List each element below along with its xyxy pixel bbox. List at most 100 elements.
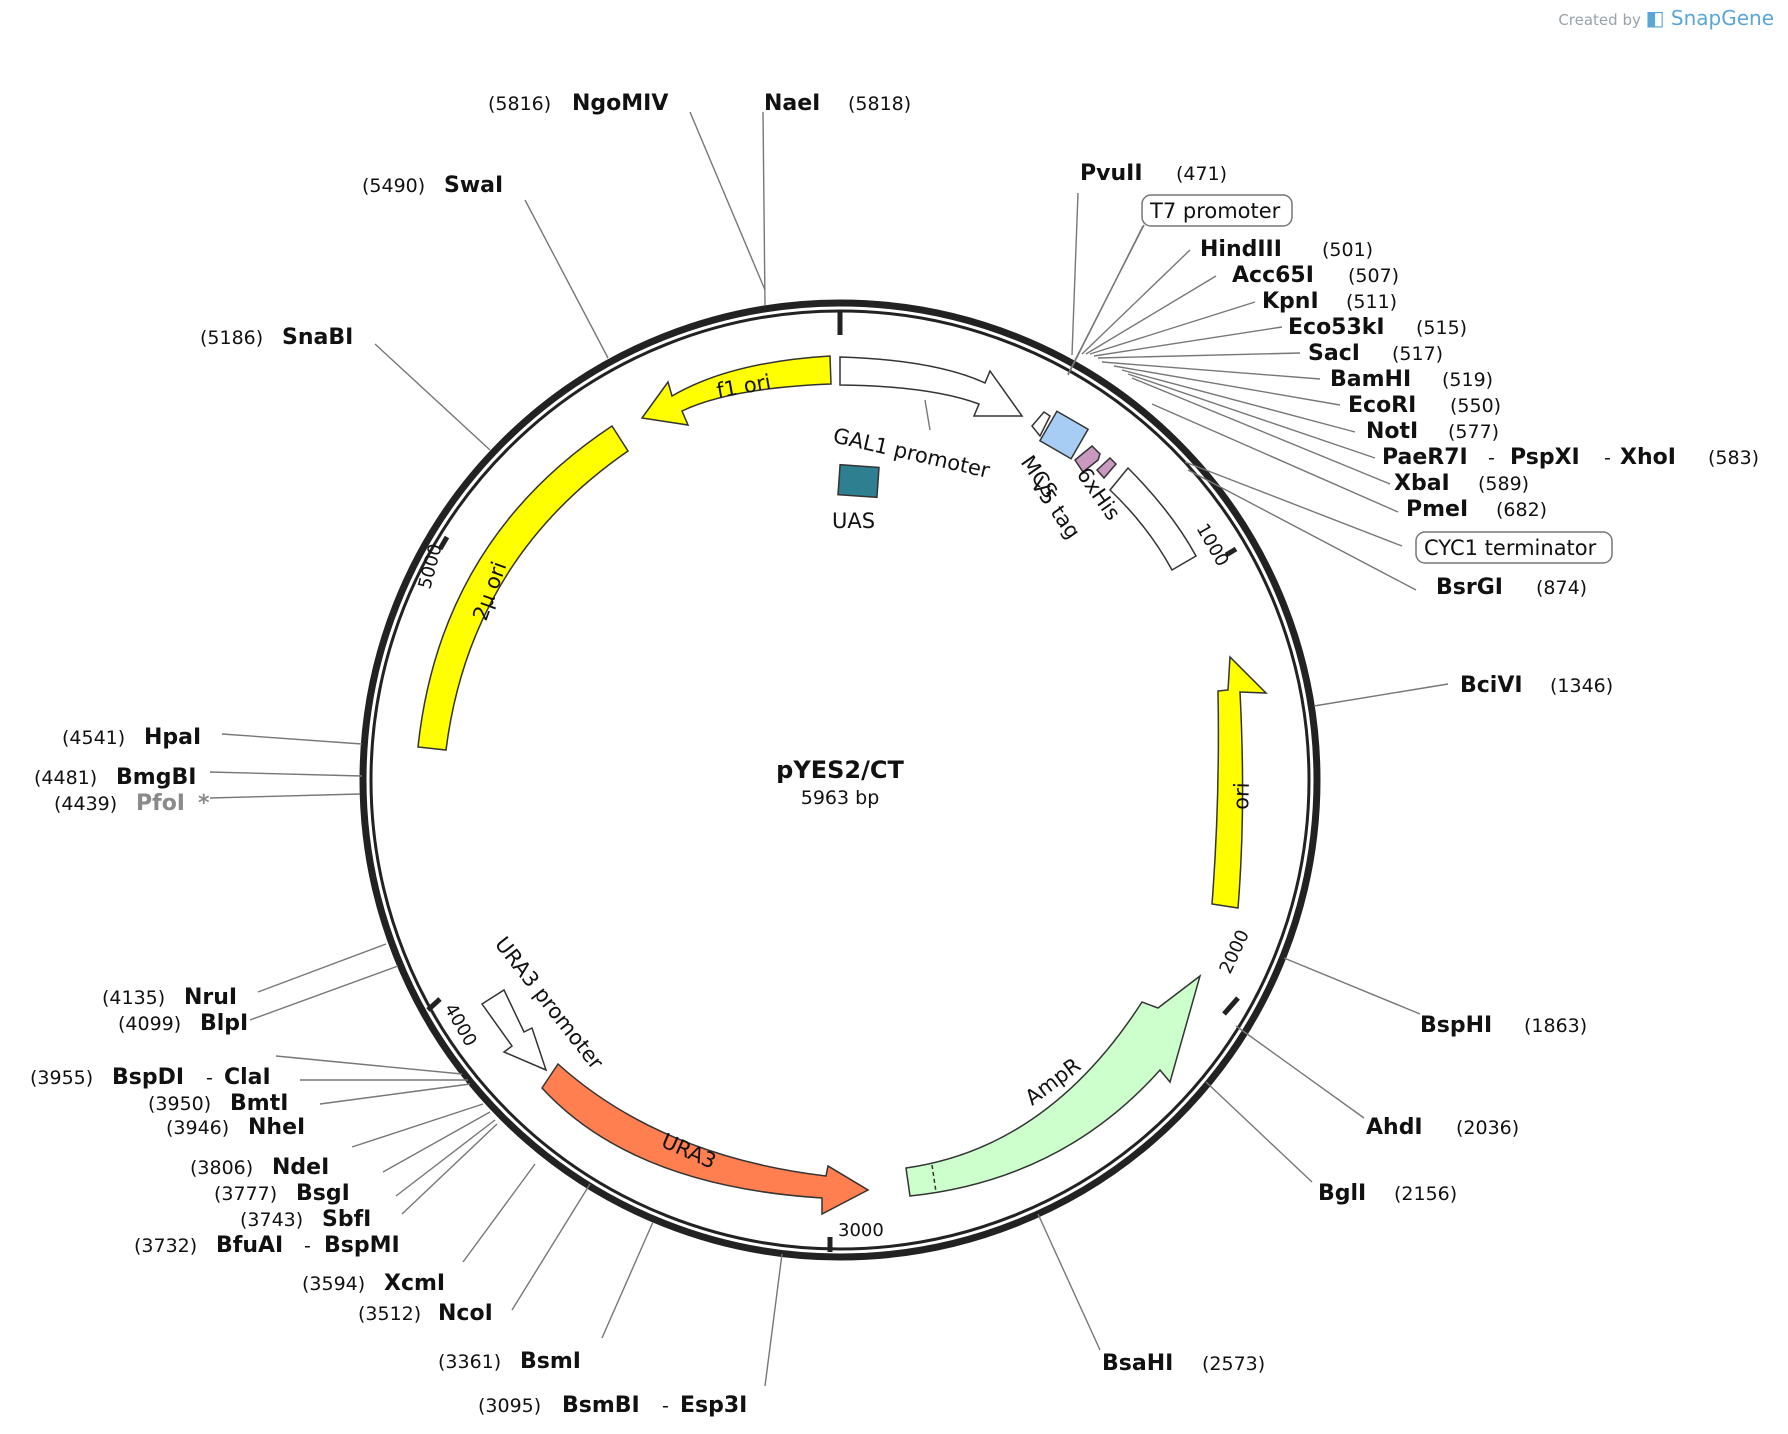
site-snabi-name: SnaBI <box>282 325 353 350</box>
site-pspxi-name: PspXI <box>1510 445 1580 470</box>
site-bmgbi: (4481) BmgBI <box>34 765 196 790</box>
t7-promoter-label: T7 promoter <box>1149 199 1281 223</box>
site-ahdi-name: AhdI <box>1366 1115 1423 1140</box>
site-noti-pos: (577) <box>1448 421 1499 443</box>
site-pfoi: (4439) PfoI * <box>54 791 210 816</box>
site-pvuii: PvuII (471) <box>1080 161 1227 186</box>
site-bsgi-name: BsgI <box>296 1181 350 1206</box>
site-dash: - <box>1488 447 1495 469</box>
site-bsahi-pos: (2573) <box>1202 1353 1265 1375</box>
cyc1-terminator-callout: CYC1 terminator <box>1415 531 1613 564</box>
site-sbfi: (3743) SbfI <box>240 1207 371 1232</box>
site-hindiii-pos: (501) <box>1322 239 1373 261</box>
site-swai-pos: (5490) <box>362 175 425 197</box>
site-bfuai-pos: (3732) <box>134 1235 197 1257</box>
site-noti-name: NotI <box>1366 419 1418 444</box>
gal1-promoter-arrow <box>839 356 1024 417</box>
site-pmei: PmeI (682) <box>1406 497 1547 522</box>
site-bsgi-pos: (3777) <box>214 1183 277 1205</box>
site-bspdi-name: BspDI <box>112 1065 184 1090</box>
site-bsrgi: BsrGI (874) <box>1436 575 1587 600</box>
tick-label-3000: 3000 <box>838 1220 884 1241</box>
site-bsahi: BsaHI (2573) <box>1102 1351 1265 1376</box>
site-ahdi-pos: (2036) <box>1456 1117 1519 1139</box>
site-hpai: (4541) HpaI <box>62 725 201 750</box>
ura3-promoter-arrow <box>480 988 548 1072</box>
site-snabi-pos: (5186) <box>200 327 263 349</box>
site-swai: (5490) SwaI <box>362 173 503 198</box>
site-bsrgi-pos: (874) <box>1536 577 1587 599</box>
site-clai-name: ClaI <box>224 1065 271 1090</box>
site-swai-name: SwaI <box>444 173 503 198</box>
site-pfoi-name: PfoI <box>136 791 185 816</box>
site-acc65i: Acc65I (507) <box>1232 263 1399 288</box>
site-ndei-pos: (3806) <box>190 1157 253 1179</box>
credit-text: Created by <box>1558 11 1641 29</box>
site-pfoi-mark: * <box>198 791 210 816</box>
plasmid-size: 5963 bp <box>801 787 880 809</box>
site-nhei-pos: (3946) <box>166 1117 229 1139</box>
gal1-leader <box>924 399 931 431</box>
site-acc65i-pos: (507) <box>1348 265 1399 287</box>
site-dash: - <box>662 1395 669 1417</box>
site-blpi-name: BlpI <box>200 1011 248 1036</box>
site-paer7i-name: PaeR7I <box>1382 445 1468 470</box>
site-bamhi: BamHI (519) <box>1330 367 1493 392</box>
site-xcmi-pos: (3594) <box>302 1273 365 1295</box>
site-eco53ki: Eco53kI (515) <box>1288 315 1467 340</box>
site-bsphi: BspHI (1863) <box>1420 1013 1587 1038</box>
site-ndei: (3806) NdeI <box>190 1155 329 1180</box>
site-bmti: (3950) BmtI <box>148 1091 288 1116</box>
site-saci-name: SacI <box>1308 341 1360 366</box>
site-ecori: EcoRI (550) <box>1348 393 1501 418</box>
site-eco53ki-pos: (515) <box>1416 317 1467 339</box>
t7-promoter-arrow <box>1031 411 1051 438</box>
site-bsahi-name: BsaHI <box>1102 1351 1173 1376</box>
tick-4000 <box>426 997 442 1012</box>
site-xhoi-name: XhoI <box>1620 445 1676 470</box>
site-paer7i-pos: (583) <box>1708 447 1759 469</box>
site-naei-name: NaeI <box>764 91 820 116</box>
site-hindiii: HindIII (501) <box>1200 237 1373 262</box>
site-hpai-pos: (4541) <box>62 727 125 749</box>
ura3-arrow <box>541 1062 870 1216</box>
ampr-arrow <box>905 974 1202 1197</box>
site-ngomiv-name: NgoMIV <box>572 91 668 116</box>
site-pmei-pos: (682) <box>1496 499 1547 521</box>
snapgene-logo: ◧ SnapGene <box>1645 6 1774 30</box>
site-blpi: (4099) BlpI <box>118 1011 248 1036</box>
tick-1000 <box>1224 546 1238 558</box>
t7-promoter-callout: T7 promoter <box>1067 194 1293 376</box>
site-bspmi-name: BspMI <box>324 1233 400 1258</box>
site-kpni: KpnI (511) <box>1262 289 1397 314</box>
site-xbai-pos: (589) <box>1478 473 1529 495</box>
site-nrui: (4135) NruI <box>102 985 237 1010</box>
site-dash: - <box>1604 447 1611 469</box>
site-bcivi-name: BciVI <box>1460 673 1523 698</box>
site-bmti-pos: (3950) <box>148 1093 211 1115</box>
site-esp3i-name: Esp3I <box>680 1393 747 1418</box>
cyc1-terminator-feature <box>1108 466 1198 572</box>
tick-marks <box>426 310 1240 1252</box>
site-bmgbi-pos: (4481) <box>34 767 97 789</box>
site-ecori-name: EcoRI <box>1348 393 1416 418</box>
site-ndei-name: NdeI <box>272 1155 329 1180</box>
site-sbfi-pos: (3743) <box>240 1209 303 1231</box>
site-bsmbi: (3095) BsmBI - Esp3I <box>478 1393 747 1418</box>
site-ncoi-name: NcoI <box>438 1301 493 1326</box>
cyc1-terminator-label: CYC1 terminator <box>1424 536 1597 560</box>
site-snabi: (5186) SnaBI <box>200 325 353 350</box>
site-bgli-name: BglI <box>1318 1181 1366 1206</box>
tick-labels: 1000 2000 3000 4000 5000 <box>415 520 1254 1241</box>
site-bspdi-pos: (3955) <box>30 1067 93 1089</box>
site-bfuai: (3732) BfuAI - BspMI <box>134 1233 400 1258</box>
site-acc65i-name: Acc65I <box>1232 263 1314 288</box>
site-ahdi: AhdI (2036) <box>1366 1115 1519 1140</box>
site-sbfi-name: SbfI <box>322 1207 371 1232</box>
6xhis-feature <box>1095 456 1118 480</box>
site-kpni-name: KpnI <box>1262 289 1319 314</box>
site-hindiii-name: HindIII <box>1200 237 1282 262</box>
site-saci-pos: (517) <box>1392 343 1443 365</box>
f1-ori-arrow <box>640 355 832 426</box>
